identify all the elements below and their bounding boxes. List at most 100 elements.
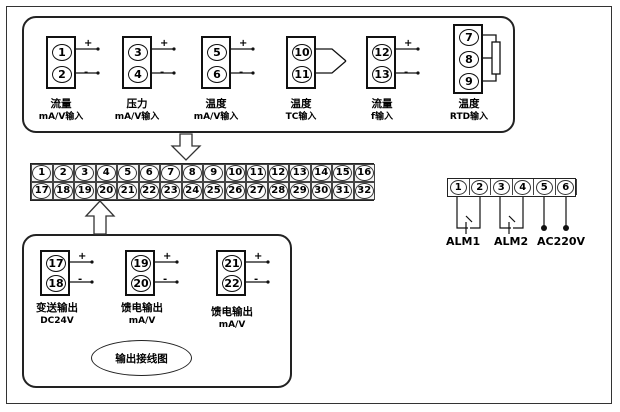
strip-terminal: 11 xyxy=(246,164,268,182)
terminal: 7 xyxy=(459,29,479,46)
terminal: 18 xyxy=(46,275,66,292)
terminal: 3 xyxy=(128,44,148,61)
strip-terminal: 20 xyxy=(95,182,117,200)
terminal-group-feed-output-2: 21 22 xyxy=(216,250,246,296)
alarm-terminal-number: 4 xyxy=(514,179,532,195)
strip-terminal: 22 xyxy=(138,182,160,200)
strip-terminal-number: 31 xyxy=(333,183,353,199)
terminal: 11 xyxy=(292,66,312,83)
terminal-group-pressure-ma: 3 4 xyxy=(122,36,152,89)
strip-terminal: 9 xyxy=(203,164,225,182)
plus-sign: + xyxy=(84,38,93,49)
strip-terminal-number: 18 xyxy=(53,183,73,199)
plus-sign: + xyxy=(78,251,87,262)
strip-terminal-number: 27 xyxy=(247,183,267,199)
alarm-terminal-number: 3 xyxy=(492,179,510,195)
alarm-terminal: 2 xyxy=(470,179,491,195)
strip-terminal: 15 xyxy=(332,164,354,182)
strip-terminal: 1 xyxy=(31,164,53,182)
strip-terminal-number: 6 xyxy=(139,165,159,181)
alarm-terminal: 4 xyxy=(513,179,534,195)
terminal: 6 xyxy=(207,66,227,83)
plus-sign: + xyxy=(254,251,263,262)
terminal-group-temp-ma: 5 6 xyxy=(201,36,231,89)
strip-terminal-number: 16 xyxy=(354,165,374,181)
strip-terminal-number: 29 xyxy=(290,183,310,199)
strip-terminal: 26 xyxy=(224,182,246,200)
strip-terminal-number: 13 xyxy=(290,165,310,181)
alarm-label-alm2: ALM2 xyxy=(494,235,529,248)
strip-terminal: 5 xyxy=(117,164,139,182)
terminal: 12 xyxy=(372,44,392,61)
strip-terminal: 29 xyxy=(289,182,311,200)
strip-terminal-number: 19 xyxy=(75,183,95,199)
alarm-terminal-number: 6 xyxy=(557,179,575,195)
terminal: 17 xyxy=(46,255,66,272)
alarm-terminal: 1 xyxy=(448,179,470,195)
strip-terminal: 4 xyxy=(95,164,117,182)
strip-terminal-number: 14 xyxy=(311,165,331,181)
strip-terminal: 30 xyxy=(310,182,332,200)
alarm-label-alm1: ALM1 xyxy=(446,235,481,248)
strip-terminal: 23 xyxy=(160,182,182,200)
terminal: 22 xyxy=(222,275,242,292)
strip-terminal: 24 xyxy=(181,182,203,200)
minus-sign: - xyxy=(254,274,259,285)
strip-terminal: 32 xyxy=(353,182,375,200)
strip-terminal: 8 xyxy=(181,164,203,182)
strip-terminal: 21 xyxy=(117,182,139,200)
strip-terminal: 18 xyxy=(52,182,74,200)
strip-terminal: 27 xyxy=(246,182,268,200)
terminal: 19 xyxy=(131,255,151,272)
alarm-terminal-number: 2 xyxy=(471,179,489,195)
strip-terminal: 3 xyxy=(74,164,96,182)
strip-terminal-number: 2 xyxy=(53,165,73,181)
terminal-group-temp-rtd: 7 8 9 xyxy=(453,24,483,94)
plus-sign: + xyxy=(160,38,169,49)
minus-sign: - xyxy=(78,274,83,285)
strip-terminal-number: 10 xyxy=(225,165,245,181)
terminal: 4 xyxy=(128,66,148,83)
strip-terminal: 28 xyxy=(267,182,289,200)
strip-terminal: 31 xyxy=(332,182,354,200)
strip-terminal-number: 28 xyxy=(268,183,288,199)
terminal-group-transmit-output: 17 18 xyxy=(40,250,70,296)
strip-terminal-number: 21 xyxy=(118,183,138,199)
alarm-terminal-number: 5 xyxy=(535,179,553,195)
strip-terminal-number: 3 xyxy=(75,165,95,181)
terminal: 1 xyxy=(52,44,72,61)
alarm-terminal: 3 xyxy=(491,179,513,195)
terminal: 20 xyxy=(131,275,151,292)
terminal: 10 xyxy=(292,44,312,61)
strip-terminal: 6 xyxy=(138,164,160,182)
plus-sign: + xyxy=(404,38,413,49)
terminal-group-temp-tc: 10 11 xyxy=(286,36,316,89)
terminal: 21 xyxy=(222,255,242,272)
alarm-terminal: 6 xyxy=(556,179,577,195)
alarm-terminal-number: 1 xyxy=(449,179,467,195)
terminal: 2 xyxy=(52,66,72,83)
power-label-ac220v: AC220V xyxy=(537,235,586,248)
strip-terminal-number: 30 xyxy=(311,183,331,199)
strip-terminal-number: 32 xyxy=(354,183,374,199)
alarm-terminal: 5 xyxy=(534,179,556,195)
strip-terminal-number: 8 xyxy=(182,165,202,181)
strip-terminal-number: 12 xyxy=(268,165,288,181)
plus-sign: + xyxy=(163,251,172,262)
strip-terminal: 14 xyxy=(310,164,332,182)
minus-sign: - xyxy=(163,274,168,285)
input-panel xyxy=(22,16,515,133)
strip-terminal-number: 26 xyxy=(225,183,245,199)
strip-terminal: 7 xyxy=(160,164,182,182)
strip-terminal-number: 17 xyxy=(32,183,52,199)
strip-terminal-number: 1 xyxy=(32,165,52,181)
